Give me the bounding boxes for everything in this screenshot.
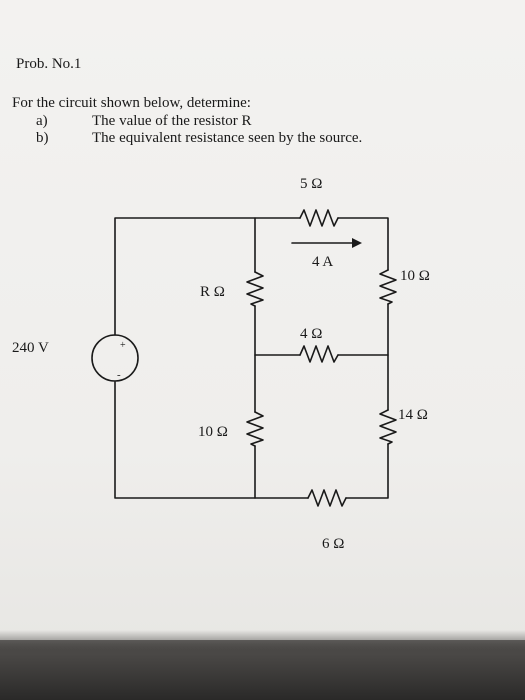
item-b-label: b) [36,130,49,146]
voltage-source [91,334,139,382]
wire-left-lower [114,381,309,499]
problem-title: Prob. No.1 [16,56,82,72]
resistor-4-ohm [299,345,339,363]
item-b-text: The equivalent resistance seen by the so… [92,130,363,146]
label-4-ohm: 4 Ω [300,326,322,342]
resistor-14-ohm [379,409,397,445]
wire-right-lower [345,443,389,499]
resistor-10-ohm-right [379,269,397,305]
resistor-5-ohm [299,209,339,227]
item-a-text: The value of the resistor R [92,113,252,129]
desk-shadow [0,630,525,700]
source-plus-sign: + [120,340,126,351]
label-current: 4 A [312,254,333,270]
label-5-ohm: 5 Ω [300,176,322,192]
label-10-ohm-right: 10 Ω [400,268,430,284]
label-r-ohm: R Ω [200,284,225,300]
paper-sheet [0,0,525,640]
item-a-label: a) [36,113,48,129]
label-6-ohm: 6 Ω [322,536,344,552]
label-10-ohm-left: 10 Ω [198,424,228,440]
resistor-6-ohm [307,489,347,507]
current-arrow-head [352,238,362,248]
wire-left [114,217,301,336]
source-voltage-label: 240 V [12,340,49,356]
wire-right-mid [337,303,389,356]
problem-intro: For the circuit shown below, determine: [12,95,251,111]
label-14-ohm: 14 Ω [398,407,428,423]
circuit-diagram: + - 240 V 5 Ω 4 A 10 Ω R Ω 4 Ω 10 Ω 14 Ω… [12,176,430,552]
wire-top-right [337,217,389,271]
resistor-10-ohm-left [246,411,264,447]
source-minus-sign: - [117,369,121,381]
resistor-r [246,271,264,307]
